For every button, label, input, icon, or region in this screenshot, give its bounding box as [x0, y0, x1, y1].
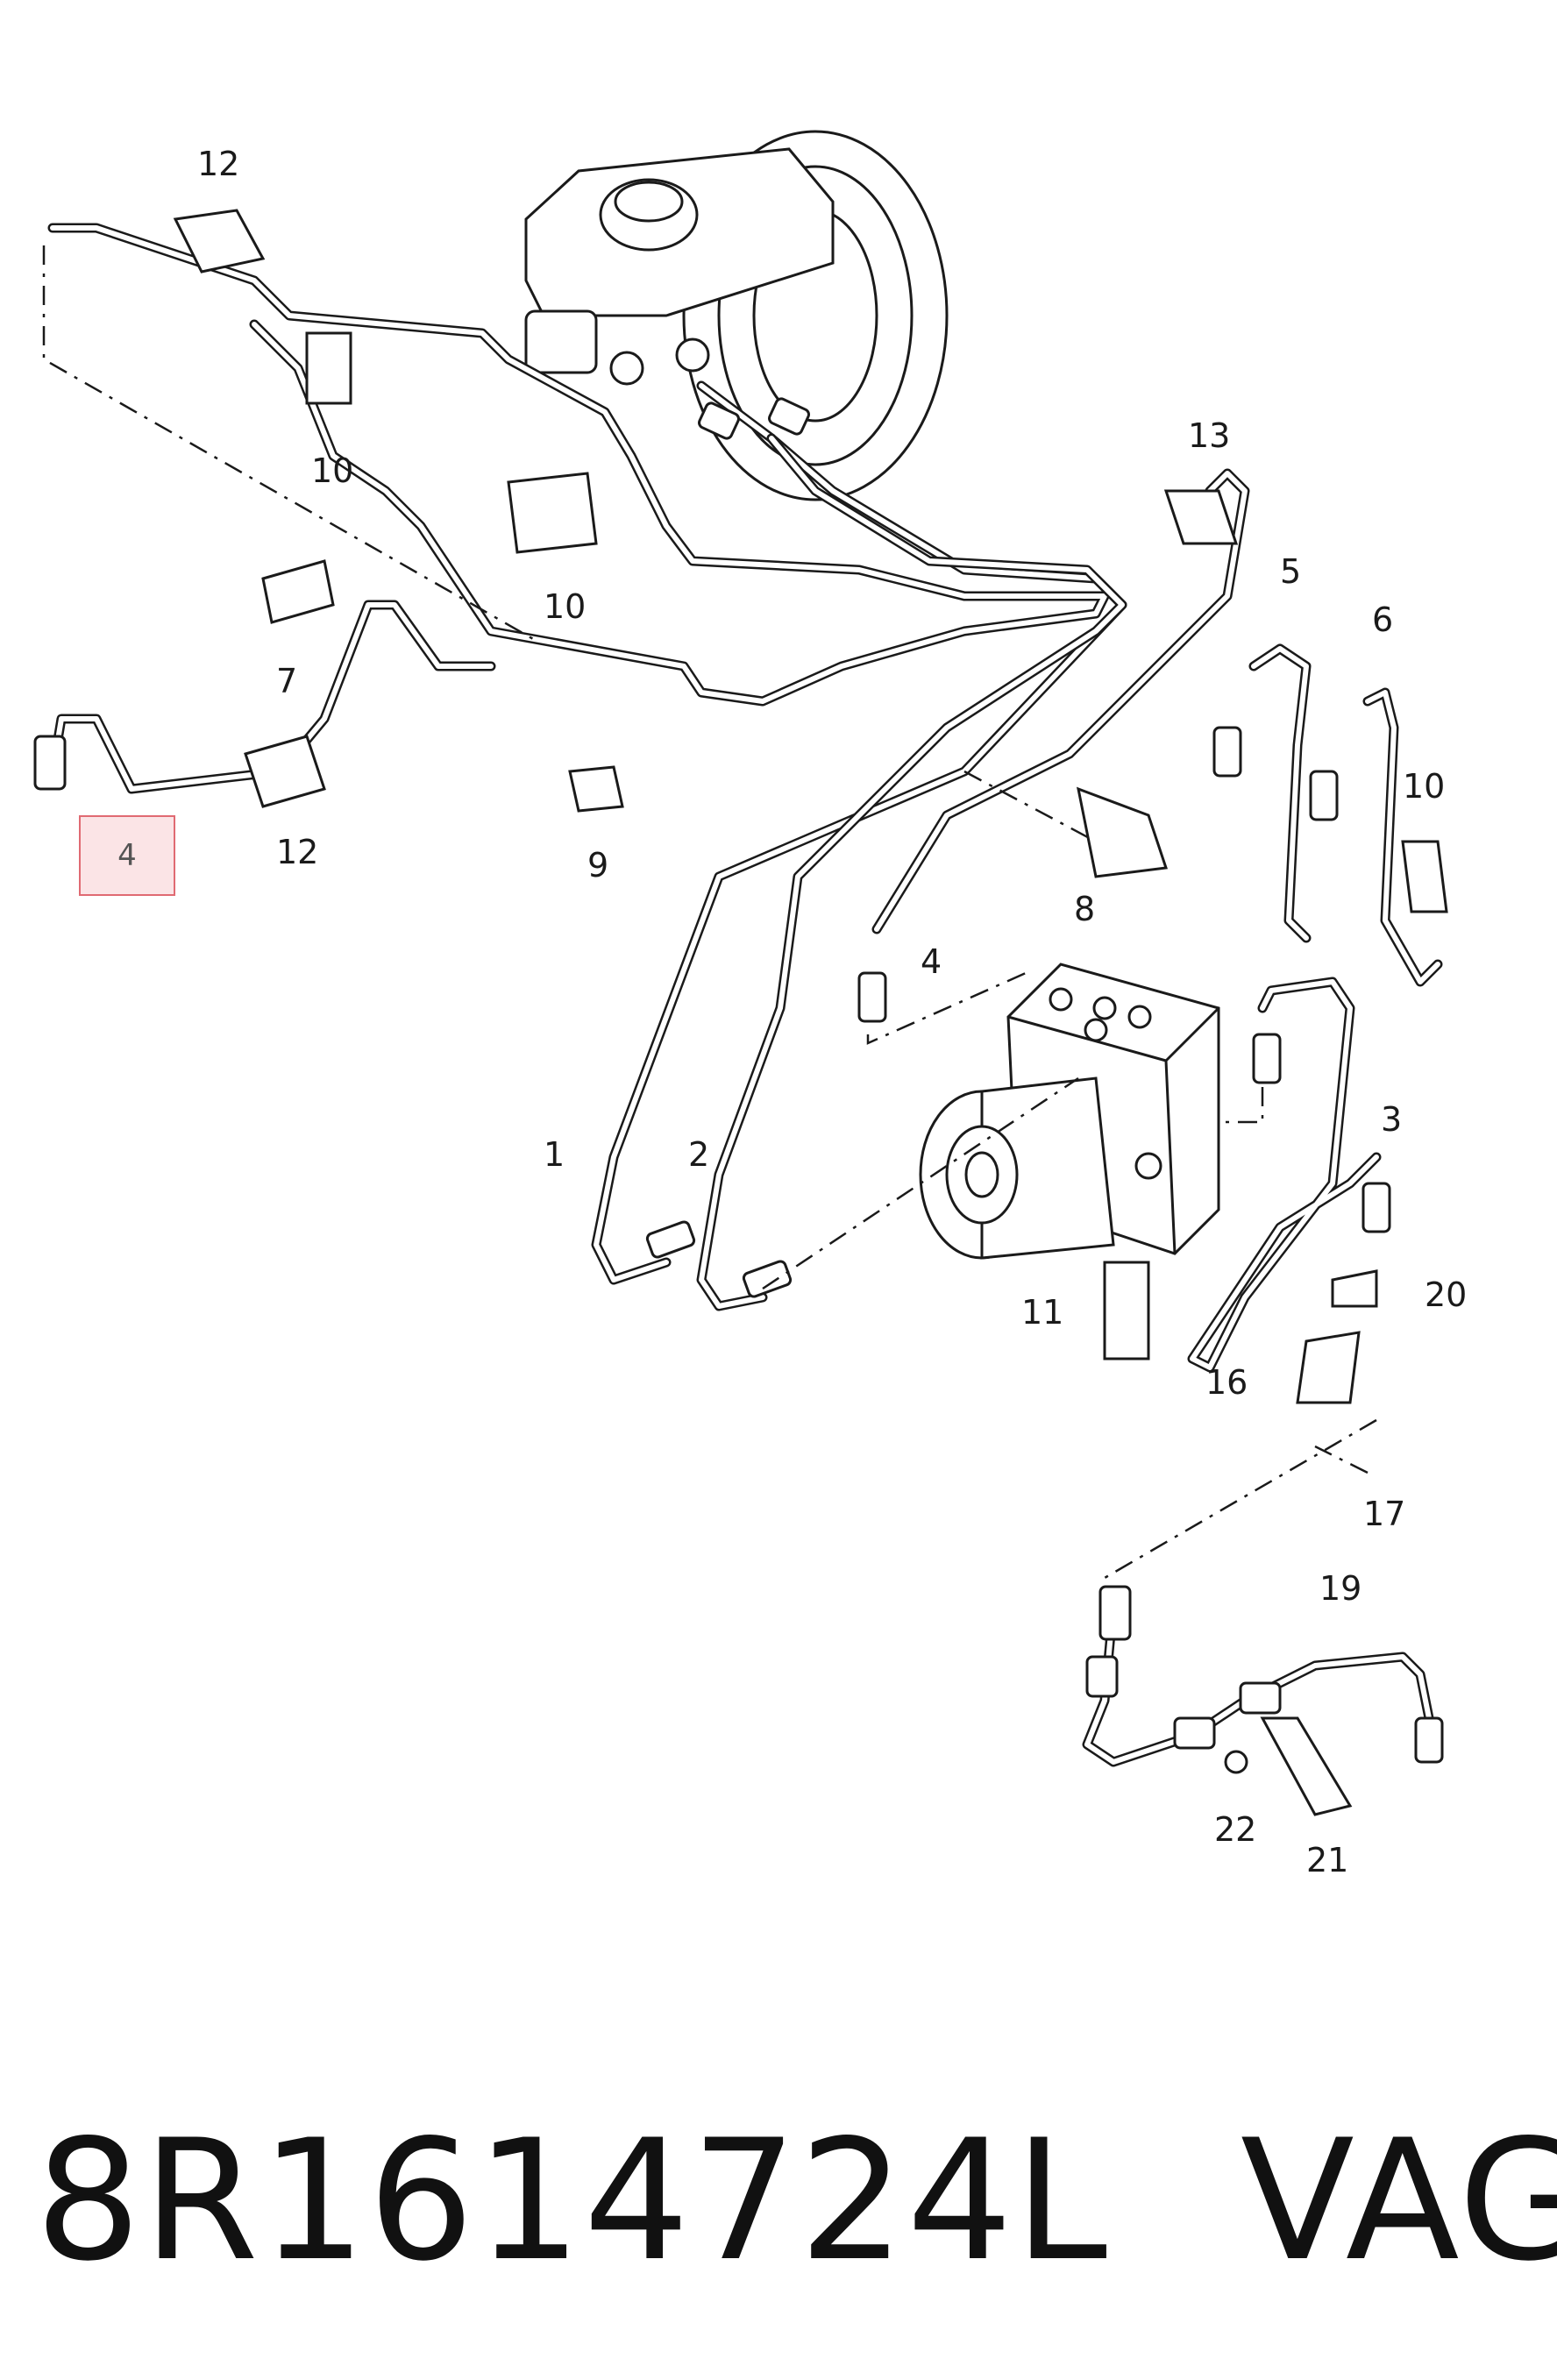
label-20: 20 [1425, 1275, 1467, 1314]
label-13: 13 [1188, 416, 1230, 455]
label-9: 9 [587, 846, 608, 885]
label-11: 11 [1021, 1293, 1063, 1332]
abs-unit [919, 963, 1220, 1260]
label-3: 3 [1381, 1100, 1402, 1139]
label-5: 5 [1280, 552, 1301, 591]
label-16: 16 [1205, 1363, 1248, 1402]
label-10-b: 10 [544, 587, 586, 626]
label-4: 4 [921, 942, 942, 981]
label-19: 19 [1319, 1569, 1361, 1608]
label-21: 21 [1306, 1841, 1348, 1879]
dashed-lines [42, 245, 1377, 1580]
label-7: 7 [276, 662, 297, 700]
part-number: 8R1614724L [35, 2103, 1109, 2298]
label-22: 22 [1214, 1810, 1256, 1849]
highlighted-part-box: 4 [79, 815, 175, 896]
master-cylinder [524, 147, 835, 386]
part-number-footer: 8R1614724L VAG [35, 2086, 1557, 2314]
pipe-fittings [33, 397, 1444, 1764]
label-2: 2 [688, 1135, 709, 1174]
label-12-top: 12 [197, 145, 239, 183]
highlighted-part-label: 4 [117, 838, 137, 873]
label-8: 8 [1074, 890, 1095, 928]
callout-labels: 12 10 10 7 12 9 13 5 6 10 8 4 1 2 3 20 1… [197, 145, 1467, 1879]
label-6: 6 [1372, 600, 1393, 639]
label-10-a: 10 [311, 451, 353, 490]
label-1: 1 [544, 1135, 565, 1174]
label-17: 17 [1363, 1495, 1405, 1533]
brand-name: VAG [1240, 2103, 1557, 2298]
label-12-bottom: 12 [276, 833, 318, 871]
clips [173, 209, 1448, 1816]
brake-line-diagram: 12 10 10 7 12 9 13 5 6 10 8 4 1 2 3 20 1… [33, 130, 1467, 1879]
label-10-c: 10 [1403, 767, 1445, 806]
